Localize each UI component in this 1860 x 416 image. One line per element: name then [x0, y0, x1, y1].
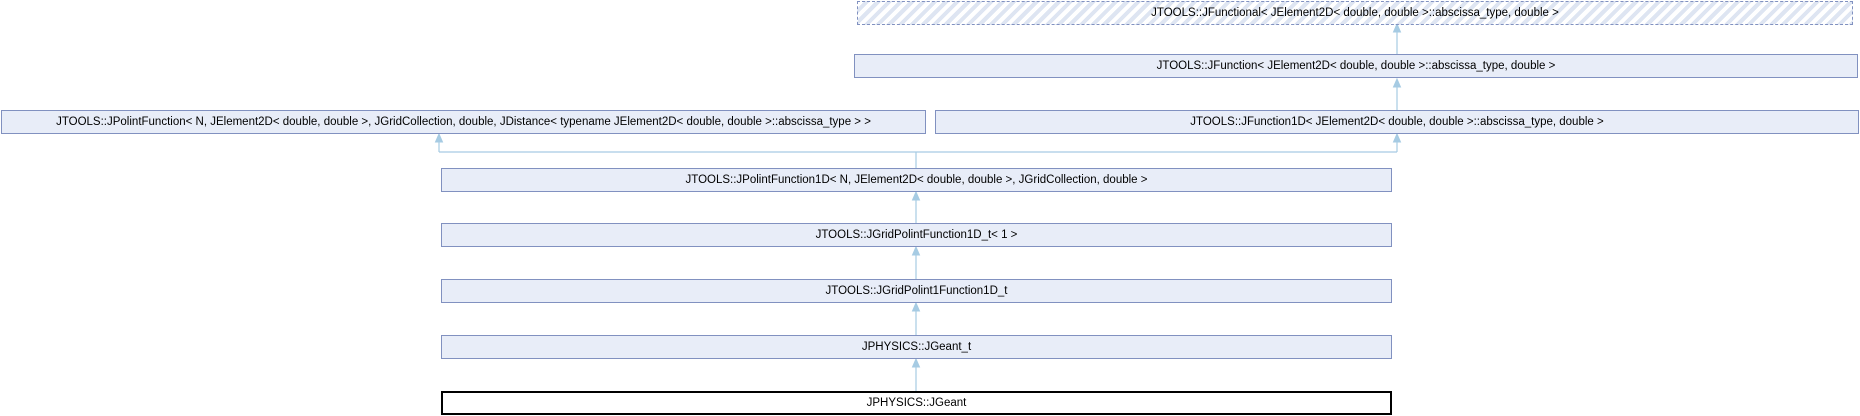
class-node-jgridpolint1function1d_t[interactable]: JTOOLS::JGridPolint1Function1D_t: [441, 279, 1392, 303]
edge-jgeant-to-jgeant_t: [911, 357, 921, 391]
edge-jgridpolintfunction1d_t-to-jpolintfunction1d: [911, 190, 921, 223]
class-node-jpolintfunction[interactable]: JTOOLS::JPolintFunction< N, JElement2D< …: [1, 110, 926, 134]
class-node-jgridpolintfunction1d_t[interactable]: JTOOLS::JGridPolintFunction1D_t< 1 >: [441, 223, 1392, 247]
class-node-jfunction[interactable]: JTOOLS::JFunction< JElement2D< double, d…: [854, 54, 1858, 78]
edge-jpolintfunction1d-to-parents: [434, 132, 1402, 168]
edge-jgeant_t-to-jgridpolint1function1d_t: [911, 301, 921, 335]
class-node-jfunction1d[interactable]: JTOOLS::JFunction1D< JElement2D< double,…: [935, 110, 1859, 134]
class-node-jfunctional: JTOOLS::JFunctional< JElement2D< double,…: [857, 1, 1853, 25]
class-node-jpolintfunction1d[interactable]: JTOOLS::JPolintFunction1D< N, JElement2D…: [441, 168, 1392, 192]
class-node-jgeant_t[interactable]: JPHYSICS::JGeant_t: [441, 335, 1392, 359]
edge-jgridpolint1function1d_t-to-jgridpolintfunction1d_t: [911, 245, 921, 279]
edge-jfunction1d-to-jfunction: [1392, 77, 1402, 110]
edge-jfunction-to-jfunctional: [1392, 22, 1402, 54]
class-node-jgeant: JPHYSICS::JGeant: [441, 391, 1392, 415]
